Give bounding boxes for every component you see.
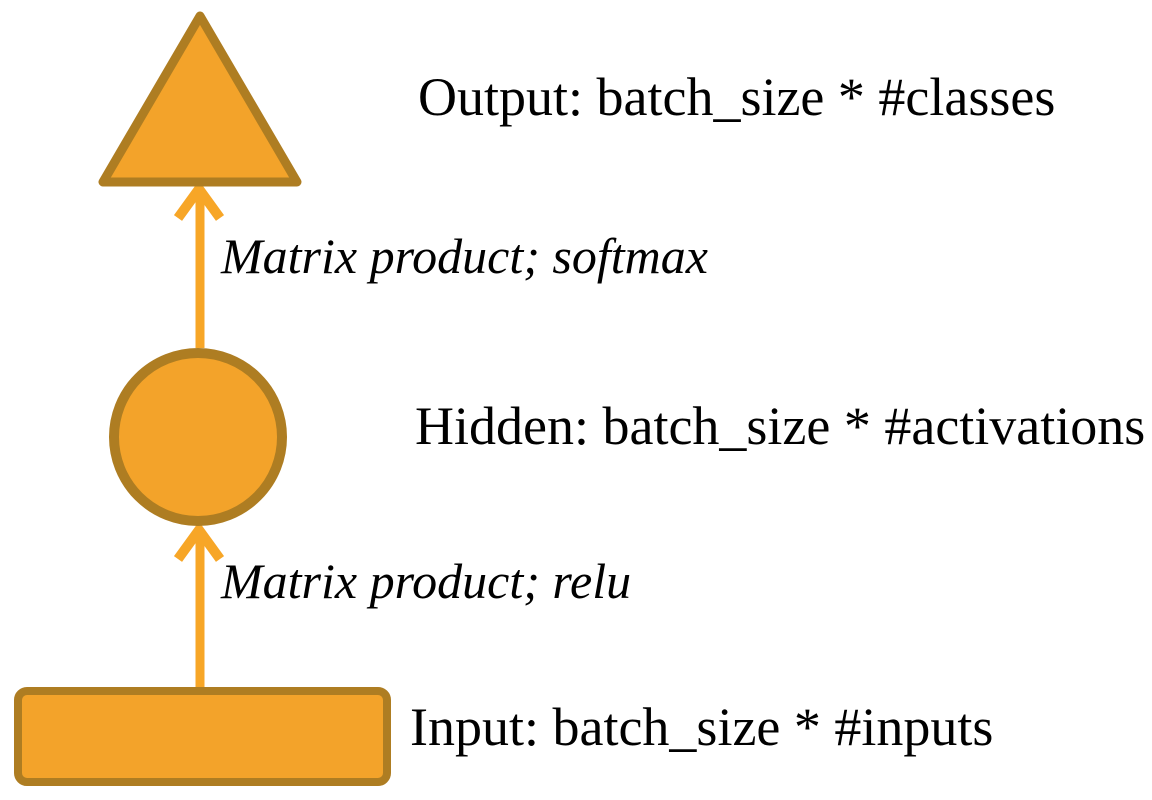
input-node-label: Input: batch_size * #inputs (410, 697, 994, 757)
output-node-label: Output: batch_size * #classes (418, 67, 1056, 127)
input-node-rectangle (14, 687, 391, 786)
hidden-node-circle (109, 348, 287, 526)
edge-relu-arrow (173, 521, 225, 690)
hidden-node-label: Hidden: batch_size * #activations (415, 396, 1146, 456)
edge-relu-label: Matrix product; relu (221, 553, 632, 609)
edge-relu-arrowhead-icon (173, 521, 225, 562)
edge-softmax-label: Matrix product; softmax (221, 228, 708, 284)
edge-softmax-arrow (173, 180, 225, 348)
output-node-triangle (98, 11, 302, 187)
edge-softmax-arrowhead-icon (173, 180, 225, 221)
